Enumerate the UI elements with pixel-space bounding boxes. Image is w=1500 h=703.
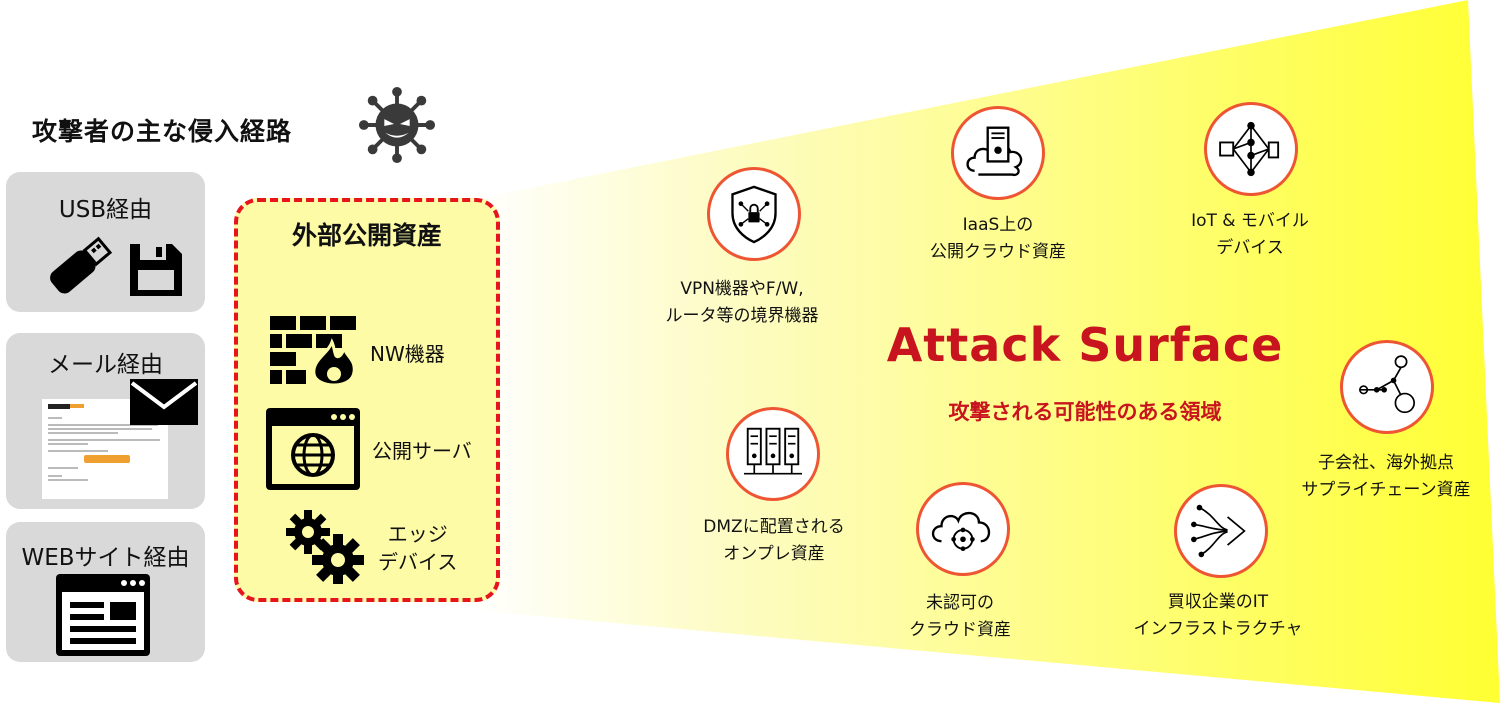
floppy-disk-icon — [130, 244, 182, 296]
vector-label-email: メール経由 — [48, 352, 163, 378]
usb-stick-icon — [50, 236, 113, 294]
server-rack-icon — [743, 427, 803, 475]
iot-network-icon — [1219, 121, 1280, 177]
asset-circle-vpn — [707, 167, 801, 261]
attack-surface-subtitle: 攻撃される可能性のある領域 — [948, 400, 1222, 424]
asset-label-unauthorized-cloud: 未認可の クラウド資産 — [909, 593, 1011, 640]
email-document-icon — [48, 404, 160, 481]
vector-card-email: メール経由 — [6, 333, 205, 509]
virus-icon — [358, 86, 436, 164]
public-asset-label-nw: NW機器 — [370, 342, 445, 366]
firewall-icon — [270, 316, 356, 387]
vector-card-website: WEBサイト経由 — [6, 522, 205, 662]
asset-circle-iaas — [951, 106, 1045, 200]
asset-circle-merger — [1174, 484, 1268, 578]
vector-card-usb: USB経由 — [6, 172, 205, 312]
asset-label-iaas: IaaS上の 公開クラウド資産 — [930, 215, 1066, 262]
asset-circle-unauthorized-cloud — [916, 482, 1010, 576]
gears-icon — [286, 510, 364, 584]
asset-label-iot: IoT & モバイル デバイス — [1191, 211, 1309, 258]
cloud-server-icon — [966, 126, 1023, 177]
public-server-globe-icon — [266, 408, 360, 490]
envelope-icon — [130, 379, 198, 425]
public-asset-label-server: 公開サーバ — [372, 439, 472, 463]
attack-surface-title: Attack Surface — [886, 318, 1284, 372]
public-asset-label-edge: エッジ デバイス — [378, 522, 458, 574]
public-assets-box: 外部公開資産 NW機器 公開サーバ — [234, 198, 500, 602]
asset-label-dmz: DMZに配置される オンプレ資産 — [703, 517, 845, 564]
page-title: 攻撃者の主な侵入経路 — [32, 117, 293, 146]
asset-circle-iot — [1204, 102, 1298, 196]
unauthorized-cloud-icon — [931, 511, 991, 551]
public-assets-title: 外部公開資産 — [291, 221, 442, 250]
asset-label-merger: 買収企業のIT インフラストラクチャ — [1133, 592, 1303, 639]
asset-circle-dmz — [726, 407, 820, 501]
subsidiary-network-icon — [1359, 355, 1415, 414]
asset-label-subsidiary: 子会社、海外拠点 サプライチェーン資産 — [1301, 453, 1471, 500]
vector-label-website: WEBサイト経由 — [21, 545, 190, 571]
asset-circle-subsidiary — [1340, 340, 1434, 434]
merger-arrow-icon — [1191, 504, 1246, 558]
browser-window-icon — [56, 574, 150, 656]
asset-label-vpn: VPN機器やF/W, ルータ等の境界機器 — [665, 279, 819, 326]
vector-label-usb: USB経由 — [58, 197, 153, 223]
shield-lock-icon — [731, 185, 777, 244]
